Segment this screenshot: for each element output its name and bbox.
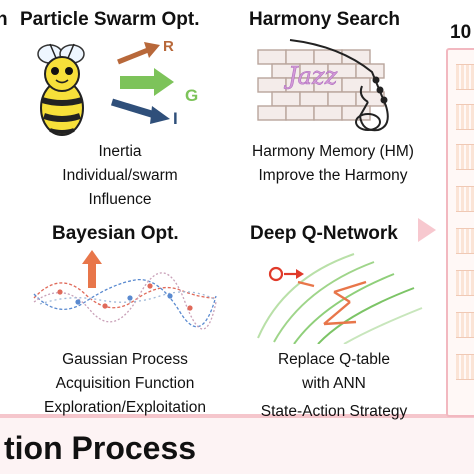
process-title: tion Process [4,430,197,466]
hs-illustration: Jazz [257,39,389,132]
pso-caption: Inertia Individual/swarm Influence [20,140,220,212]
gp-curves-icon [33,272,217,330]
pso-caption-line: Inertia [98,143,142,160]
flow-arrow [418,218,436,242]
side-row [456,104,474,130]
hs-caption-line: Improve the Harmony [258,167,408,184]
goal-icon [268,266,304,282]
side-row [456,354,474,380]
pso-illustration [37,42,174,136]
hs-caption-line: Harmony Memory (HM) [252,143,414,160]
bo-illustration [33,250,217,330]
g-label: G [185,86,199,105]
i-arrow-icon [110,98,170,124]
path-arrows-icon [297,280,367,326]
r-label: R [163,38,174,55]
dqn-caption-line: with ANN [302,375,366,392]
gp-points-icon [57,283,193,311]
hs-caption: Harmony Memory (HM) Improve the Harmony [228,140,438,188]
side-row [456,144,474,170]
pso-caption-line: Influence [88,191,152,208]
dqn-caption: Replace Q-table with ANN State-Action St… [234,348,434,424]
dqn-heading: Deep Q-Network [250,223,398,244]
dqn-illustration [257,253,423,344]
bo-caption: Gaussian Process Acquisition Function Ex… [10,348,240,420]
i-label: I [173,109,178,128]
up-arrow-icon [82,250,102,288]
side-row [456,312,474,338]
side-row [456,186,474,212]
side-panel [446,48,474,417]
bo-caption-line: Exploration/Exploitation [44,399,206,416]
jazz-sign: Jazz [283,62,338,90]
side-row [456,270,474,296]
pso-caption-line: Individual/swarm [62,167,178,184]
bo-caption-line: Acquisition Function [55,375,195,392]
footer-band [0,418,474,474]
g-arrow-icon [120,68,174,96]
side-row [456,228,474,254]
side-heading: 10 [450,22,472,43]
dqn-caption-line: State-Action Strategy [260,403,408,420]
dqn-caption-line: Replace Q-table [277,351,390,368]
hs-heading: Harmony Search [249,9,401,30]
bee-icon [37,43,85,136]
saxophone-icon [289,39,389,132]
left-cut-heading: n [0,9,8,30]
pso-heading: Particle Swarm Opt. [20,9,200,30]
bo-caption-line: Gaussian Process [62,351,188,368]
divider [0,414,474,418]
r-arrow-icon [117,42,160,65]
contour-lines-icon [257,253,423,344]
brick-wall-icon [257,49,385,121]
bo-heading: Bayesian Opt. [52,223,179,244]
side-row [456,64,474,90]
